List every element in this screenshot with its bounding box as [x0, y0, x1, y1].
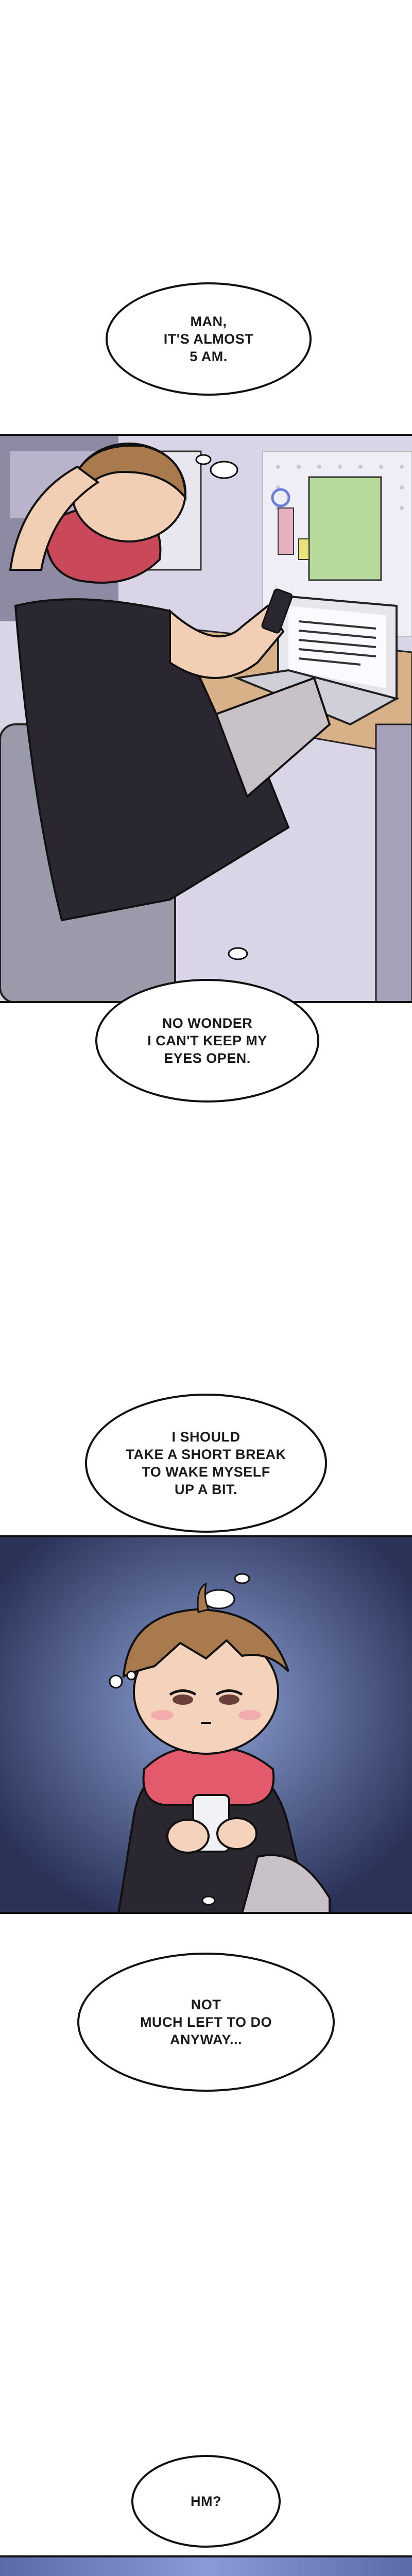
speech-bubble-1-text: MAN, IT'S ALMOST 5 AM.: [163, 314, 254, 364]
speech-bubble-5: HM?: [131, 2455, 281, 2548]
chibi-illustration: [0, 1537, 412, 1912]
panel-desk-scene: [0, 434, 412, 1003]
speech-bubble-4-text: NOT MUCH LEFT TO DO ANYWAY...: [140, 1997, 272, 2047]
panel-next-edge: [0, 2555, 412, 2576]
speech-bubble-5-text: HM?: [191, 2494, 221, 2509]
panel-chibi-phone: [0, 1535, 412, 1914]
speech-bubble-3-text: I SHOULD TAKE A SHORT BREAK TO WAKE MYSE…: [126, 1429, 286, 1497]
speech-bubble-3: I SHOULD TAKE A SHORT BREAK TO WAKE MYSE…: [85, 1394, 327, 1533]
speech-bubble-4: NOT MUCH LEFT TO DO ANYWAY...: [77, 1953, 335, 2092]
speech-bubble-1: MAN, IT'S ALMOST 5 AM.: [106, 282, 312, 396]
desk-scene-illustration: [0, 436, 412, 1001]
speech-bubble-2-text: NO WONDER I CAN'T KEEP MY EYES OPEN.: [147, 1015, 267, 1066]
speech-bubble-2: NO WONDER I CAN'T KEEP MY EYES OPEN.: [95, 979, 319, 1103]
